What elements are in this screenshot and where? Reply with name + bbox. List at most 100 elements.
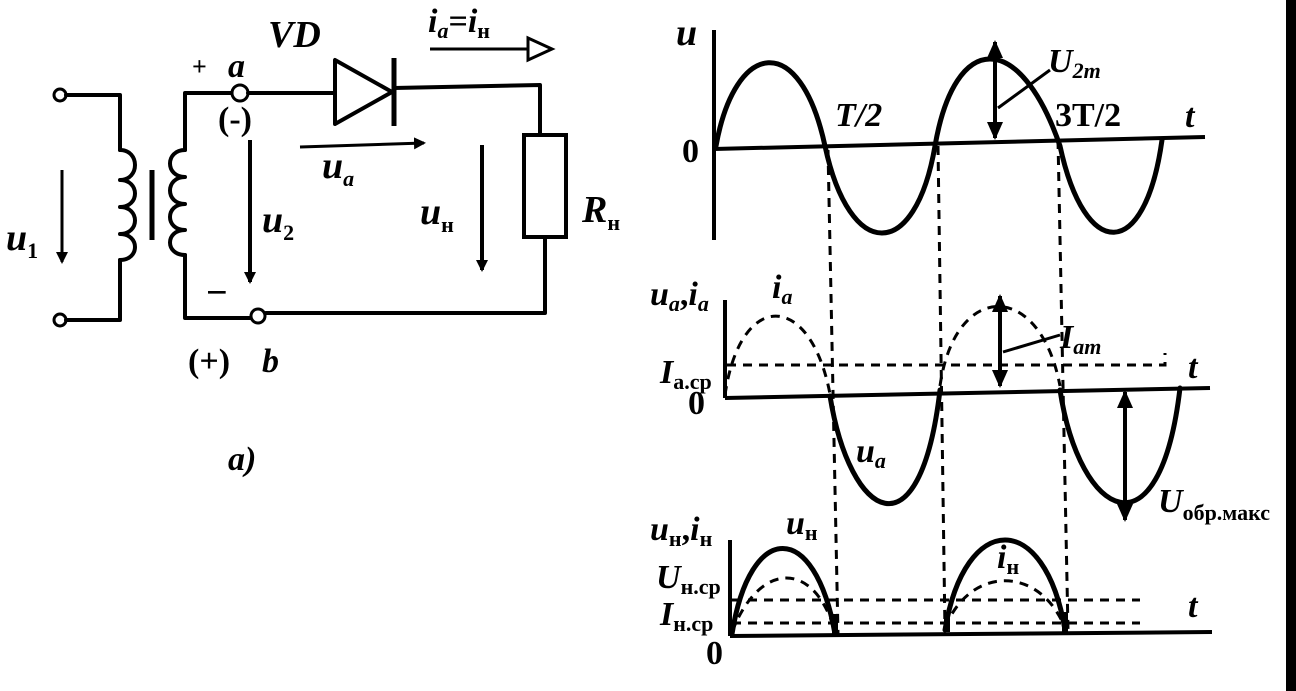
panel1-amplitude-leader (997, 68, 1051, 110)
panel3-iavg-label: Iн.ср (659, 596, 713, 636)
panel3-voltage-sub: н (805, 520, 818, 545)
panel3-current-dashed (730, 576, 1067, 633)
panel2-current-sub: a (781, 284, 792, 309)
panel1-axis-x: t (1185, 98, 1196, 135)
panel3-origin: 0 (706, 635, 723, 672)
panel3-iavg-sub: н.ср (673, 611, 713, 636)
u2-sub: 2 (283, 220, 294, 245)
current-i1: i (428, 3, 438, 40)
panel3-voltage-label: uн (786, 505, 818, 545)
rn-sub: н (607, 210, 620, 235)
label-plus-a: + (192, 52, 207, 81)
u1-main: u (6, 217, 27, 259)
panel2-avg-main: I (659, 354, 675, 391)
waveform-panels: u t 0 T/2 3T/2 U2m ua,ia t 0 ia Ia.ср Ia… (650, 12, 1270, 672)
secondary-lead-bottom (183, 253, 252, 320)
rn-main: R (581, 189, 607, 231)
current-eq: = (448, 3, 467, 40)
node-b (249, 307, 267, 325)
panel2-axis-y: ua,ia (650, 276, 709, 316)
panel1-half-period: T/2 (835, 97, 882, 134)
panel2-axis-sub2: a (698, 291, 709, 316)
primary-lead-bottom (64, 258, 122, 322)
panel1-x-axis (713, 135, 1206, 151)
panel3-axis-u: u (650, 511, 669, 548)
node-a (230, 83, 250, 103)
panel2-voltage-label: ua (856, 433, 886, 473)
panel2-reverse-label: Uобр.макс (1158, 483, 1270, 525)
right-edge-border (1286, 0, 1296, 691)
panel3-pulse-base-3 (1062, 612, 1068, 632)
panel3-current-label: iн (997, 539, 1019, 579)
panel2-current-dashed (723, 305, 1062, 396)
label-minus-b: − (206, 272, 228, 314)
panel3-uavg-sub: н.ср (681, 574, 721, 599)
panel3-current-sub: н (1006, 554, 1019, 579)
panel3-pulse-base-2 (944, 612, 950, 632)
label-un: uн (420, 191, 454, 237)
ua-main: u (322, 145, 343, 187)
panel1-amp-sub: 2m (1072, 58, 1101, 83)
label-current: ia=iн (428, 3, 490, 43)
projection-line-2 (936, 145, 947, 633)
panel3-iavg-main: I (659, 596, 675, 633)
panel3-axis-sub2: н (700, 526, 713, 551)
panel2-voltage-main: u (856, 433, 875, 470)
primary-lead-top (64, 93, 122, 152)
label-terminal-b: b (262, 343, 279, 380)
panel1-sine-wave (713, 56, 1165, 236)
panel3-voltage-wave (729, 537, 1068, 637)
projection-line-1 (826, 149, 840, 635)
un-main: u (420, 191, 441, 233)
bottom-wire (264, 235, 547, 315)
panel3-pulse-base-1 (832, 614, 838, 634)
panel3-current-main: i (997, 539, 1007, 576)
panel2-axis-sub1: a (669, 291, 680, 316)
panel2-reverse-sub: обр.макс (1183, 500, 1271, 525)
panel2-axis-sep: , (680, 276, 689, 313)
load-resistor (522, 133, 568, 239)
u2-main: u (262, 199, 283, 241)
secondary-winding (168, 148, 187, 257)
panel2-axis-i: i (688, 276, 698, 313)
current-sub-n: н (477, 18, 490, 43)
current-arrow-head (526, 35, 556, 63)
panel3-voltage-main: u (786, 505, 805, 542)
panel2-current-main: i (772, 269, 782, 306)
panel3-x-axis (729, 630, 1213, 638)
u1-sub: 1 (27, 238, 38, 263)
label-paren-plus: (+) (188, 343, 230, 380)
secondary-lead-top (183, 91, 234, 152)
panel1-three-half-period: 3T/2 (1055, 97, 1121, 134)
circuit-schematic: + a VD (-) − (+) b u1 u2 ua uн Rн ia=iн … (6, 3, 620, 478)
panel1-amp-main: U (1048, 43, 1075, 80)
panel2-avg-sub: a.ср (673, 369, 712, 394)
top-wire-right (392, 83, 542, 137)
panel1-axis-y: u (676, 12, 697, 54)
primary-winding (118, 148, 137, 262)
panel3-uavg-main: U (656, 559, 683, 596)
panel3-axis-y: uн,iн (650, 511, 713, 551)
current-sub-a: a (437, 18, 448, 43)
un-sub: н (441, 212, 454, 237)
panel2-peak-main: I (1059, 319, 1075, 356)
panel2-axis-u: u (650, 276, 669, 313)
label-rn: Rн (581, 189, 620, 235)
panel2-voltage-wave (827, 385, 1183, 506)
panel2-origin: 0 (688, 385, 705, 422)
label-u1: u1 (6, 217, 38, 263)
ua-arrow (299, 137, 426, 150)
projection-line-3 (1056, 139, 1070, 631)
panel2-reverse-main: U (1158, 483, 1185, 520)
panel3-uavg-label: Uн.ср (656, 559, 721, 599)
panel2-avg-current-line (727, 353, 1167, 367)
label-u2: u2 (262, 199, 294, 245)
panel1-origin: 0 (682, 133, 699, 170)
label-ua: ua (322, 145, 354, 191)
panel2-x-axis (724, 386, 1211, 400)
panel2-voltage-sub: a (875, 448, 886, 473)
label-paren-minus: (-) (218, 101, 252, 138)
panel3-axis-sub1: н (669, 526, 682, 551)
panel2-peak-label: Iam (1059, 319, 1101, 359)
panel2-current-label: ia (772, 269, 792, 309)
